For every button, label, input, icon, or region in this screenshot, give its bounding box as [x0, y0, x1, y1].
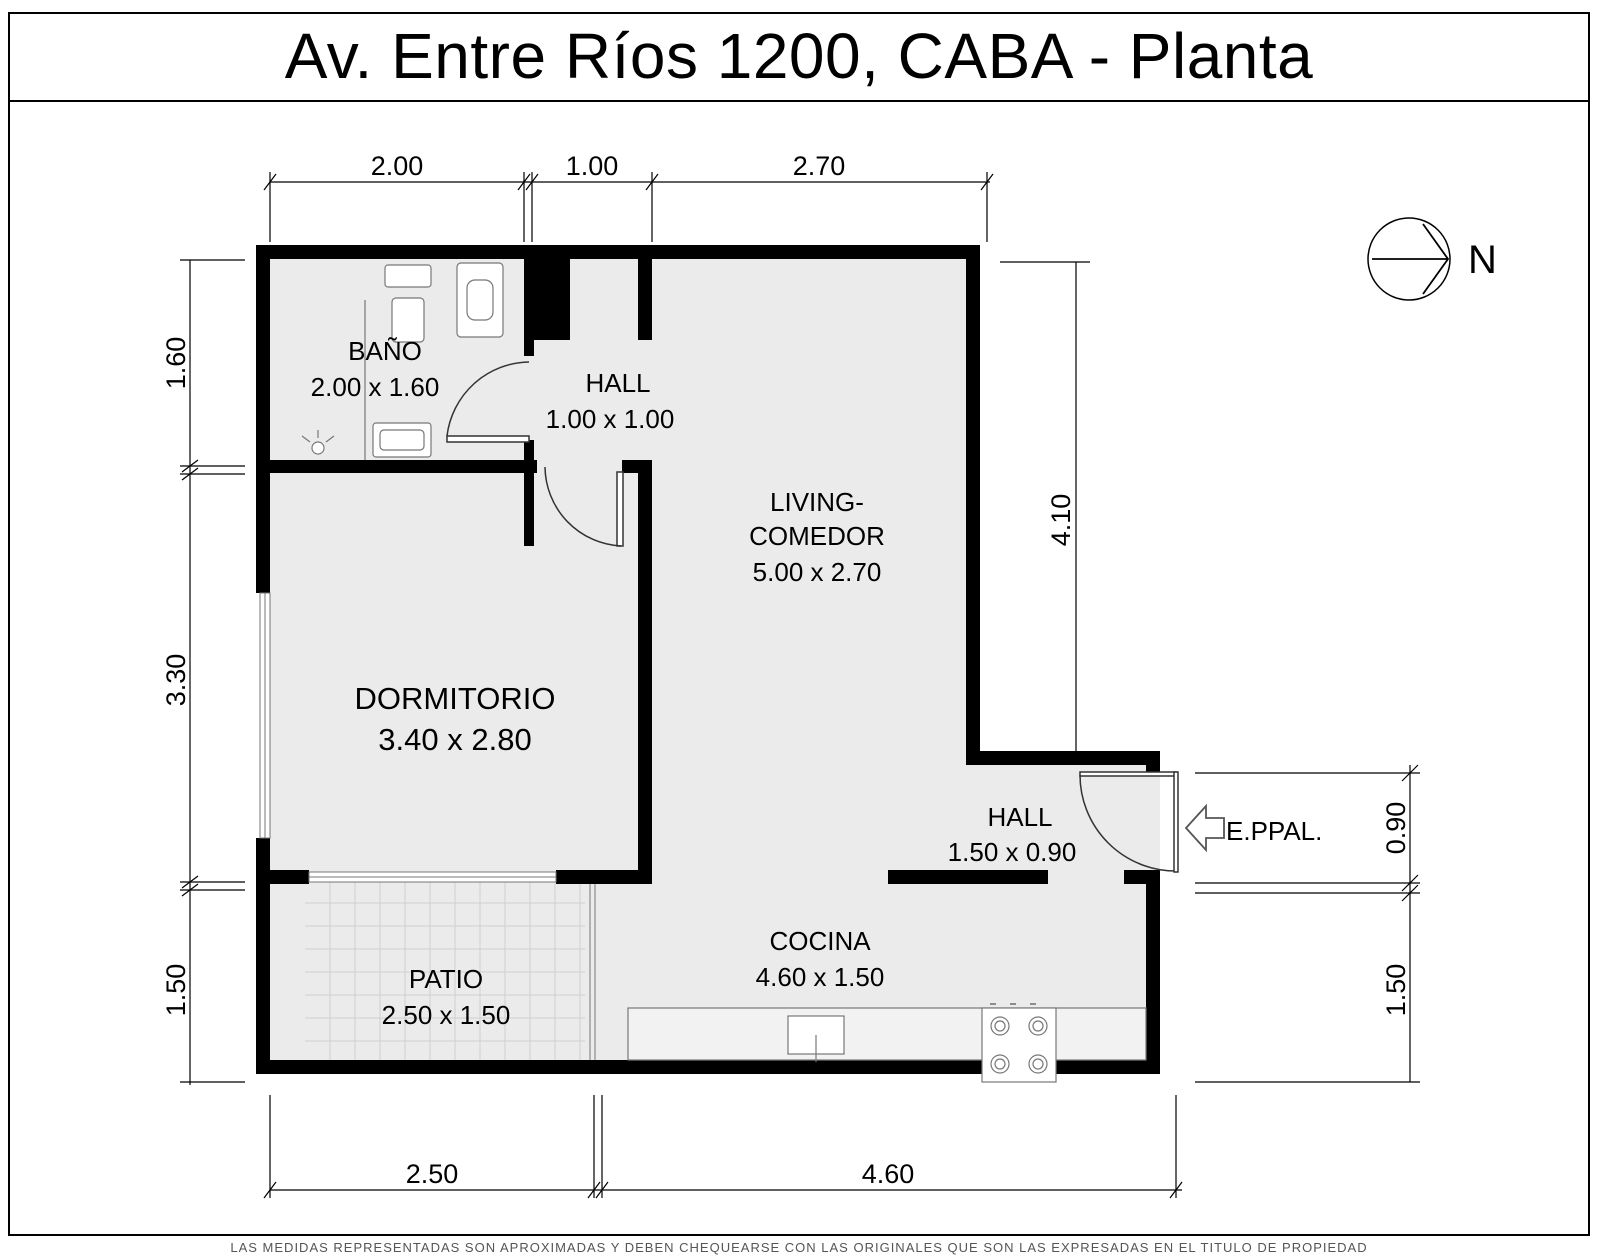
title-bar: Av. Entre Ríos 1200, CABA - Planta — [8, 12, 1590, 102]
room-cocina-name: COCINA — [769, 926, 871, 956]
room-living-name-2: COMEDOR — [749, 521, 885, 551]
dim-left-1: 1.60 — [161, 337, 191, 390]
room-hall-top-name: HALL — [585, 368, 650, 398]
dim-left-3: 1.50 — [161, 964, 191, 1017]
room-living-size: 5.00 x 2.70 — [753, 557, 882, 587]
dim-right-living: 4.10 — [1046, 494, 1076, 547]
kitchen-fixtures — [627, 1003, 1147, 1083]
entrance-marker: E.PPAL. — [1184, 803, 1322, 853]
north-arrow-icon — [1372, 223, 1450, 295]
dim-bottom-2: 4.60 — [862, 1159, 915, 1189]
room-patio-size: 2.50 x 1.50 — [382, 1000, 511, 1030]
dim-right-2: 1.50 — [1381, 964, 1411, 1017]
room-bano-size: 2.00 x 1.60 — [311, 372, 440, 402]
room-dormitorio-name: DORMITORIO — [355, 681, 556, 716]
toilet-tank-icon — [384, 264, 432, 288]
room-hall-top-size: 1.00 x 1.00 — [546, 404, 675, 434]
toilet-bowl-icon — [391, 297, 425, 343]
dimension-lines — [180, 172, 1420, 1199]
dim-top-3: 2.70 — [793, 151, 846, 181]
dim-top-1: 2.00 — [371, 151, 424, 181]
dimension-labels: 2.00 1.00 2.70 1.60 3.30 1.50 4.10 0.90 … — [161, 151, 1411, 1189]
bathroom-fixtures — [301, 262, 504, 460]
dim-bottom-1: 2.50 — [406, 1159, 459, 1189]
stove-icon — [981, 1007, 1057, 1083]
room-bano-name: BAÑO — [348, 336, 422, 366]
dim-right-1: 0.90 — [1381, 802, 1411, 855]
room-dormitorio-size: 3.40 x 2.80 — [378, 722, 531, 757]
floor-area — [265, 255, 1160, 1061]
room-hall-entry-name: HALL — [987, 802, 1052, 832]
shower-drain-icon — [311, 441, 325, 455]
room-living-name-1: LIVING- — [770, 487, 864, 517]
room-cocina-size: 4.60 x 1.50 — [756, 962, 885, 992]
room-labels: BAÑO 2.00 x 1.60 HALL 1.00 x 1.00 LIVING… — [311, 336, 1077, 1030]
drawing-frame — [8, 12, 1590, 1236]
entrance-label: E.PPAL. — [1226, 816, 1322, 846]
walls — [256, 245, 1160, 1074]
north-label: N — [1468, 238, 1497, 282]
room-hall-entry-size: 1.50 x 0.90 — [948, 837, 1077, 867]
dim-top-2: 1.00 — [566, 151, 619, 181]
doors — [446, 361, 1179, 873]
dim-left-2: 3.30 — [161, 654, 191, 707]
entrance-arrow-icon — [1184, 803, 1225, 853]
windows — [259, 592, 596, 1060]
plan-title: Av. Entre Ríos 1200, CABA - Planta — [284, 20, 1314, 92]
north-compass: N — [1367, 217, 1497, 301]
room-patio-name: PATIO — [409, 964, 483, 994]
